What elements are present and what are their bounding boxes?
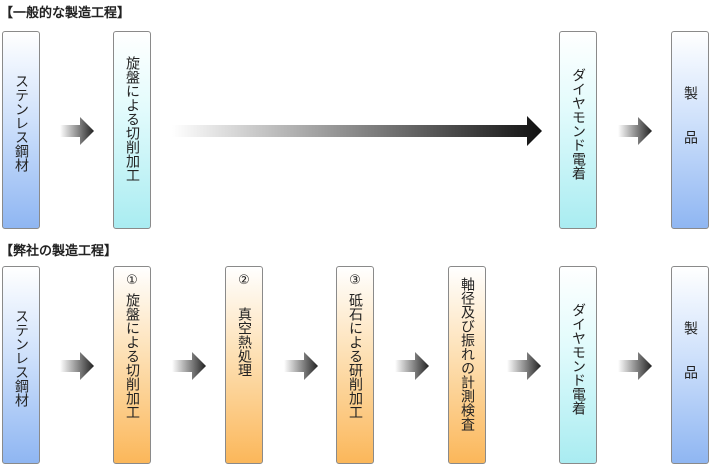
step-measurement-inspection: 軸径及び振れの計測検査 <box>448 266 486 464</box>
arrow-icon <box>60 117 94 145</box>
step-stainless-steel: ステンレス鋼材 <box>2 266 40 464</box>
arrow-icon <box>618 117 652 145</box>
our-process-heading: 【弊社の製造工程】 <box>0 244 118 259</box>
step-label: 砥石による研削加工 <box>347 293 363 419</box>
arrow-icon <box>507 352 541 380</box>
step-label: ダイヤモンド電着 <box>570 68 586 180</box>
arrow-icon <box>395 352 429 380</box>
long-arrow-icon <box>172 116 542 146</box>
step-number: ③ <box>349 273 361 288</box>
step-label: 軸径及び振れの計測検査 <box>459 277 475 431</box>
step-stainless-steel: ステンレス鋼材 <box>2 31 40 229</box>
step-label: ダイヤモンド電着 <box>570 303 586 415</box>
arrow-icon <box>618 352 652 380</box>
step-number: ② <box>238 273 250 288</box>
step-number: ① <box>126 273 138 288</box>
step-label: ステンレス鋼材 <box>13 309 29 407</box>
step-label: 製品 <box>682 321 698 409</box>
arrow-icon <box>172 352 206 380</box>
step-label: 製品 <box>682 86 698 174</box>
step-label: ステンレス鋼材 <box>13 74 29 172</box>
step-lathe-cutting: 旋盤による切削加工 <box>113 31 151 229</box>
step-vacuum-heat-treatment: ② 真空熱処理 <box>225 266 263 464</box>
step-product: 製品 <box>671 31 709 229</box>
step-diamond-electrodeposition: ダイヤモンド電着 <box>559 266 597 464</box>
arrow-icon <box>284 352 318 380</box>
step-diamond-electrodeposition: ダイヤモンド電着 <box>559 31 597 229</box>
arrow-icon <box>60 352 94 380</box>
general-process-heading: 【一般的な製造工程】 <box>0 6 131 21</box>
step-product: 製品 <box>671 266 709 464</box>
step-label: 旋盤による切削加工 <box>124 56 140 182</box>
step-label: 真空熱処理 <box>236 307 252 377</box>
step-grinding: ③ 砥石による研削加工 <box>336 266 374 464</box>
step-label: 旋盤による切削加工 <box>124 293 140 419</box>
step-lathe-cutting: ① 旋盤による切削加工 <box>113 266 151 464</box>
